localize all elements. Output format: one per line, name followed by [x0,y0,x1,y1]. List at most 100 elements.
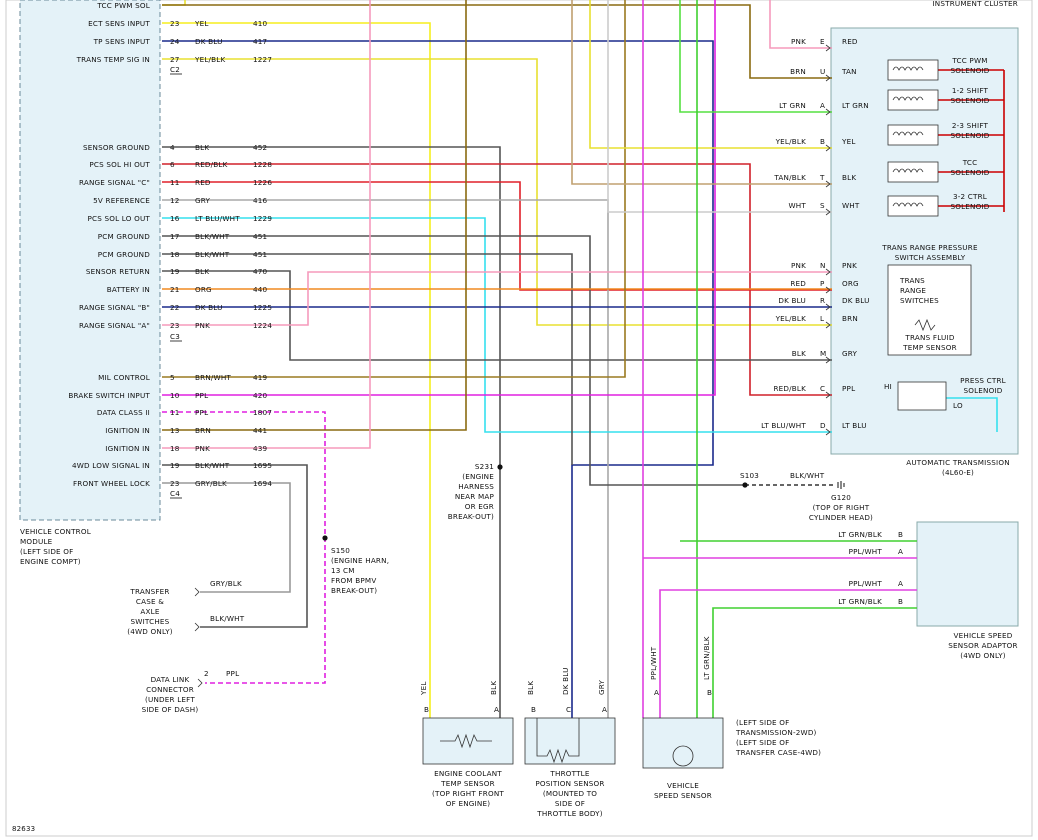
vcm-pin-number: 17 [170,232,180,241]
vcm-pin-label: PCM GROUND [98,250,150,259]
pin-chevron [825,144,831,152]
vcm-circuit: 452 [253,143,267,152]
s150-dot [322,535,328,541]
trans-inner-color: WHT [842,201,860,210]
pin-chevron [825,108,831,116]
vcm-circuit: 470 [253,267,268,276]
tps-pin: C [566,705,571,714]
fluid-temp-label: TEMP SENSOR [902,343,957,352]
wire-ign-2 [162,0,371,449]
trans-inner-color: LT GRN [842,101,869,110]
vcm-pin-number: 21 [170,285,180,294]
dlc-pin-symbol [197,678,203,688]
vcm-pin-label: PCS SOL LO OUT [87,214,150,223]
trans-inner-color: BLK [842,173,856,182]
transfer-caption: (4WD ONLY) [127,627,173,636]
trans-pin-letter: B [820,137,825,146]
ground-symbol [837,481,845,489]
trans-wire-color: BRN [790,67,806,76]
vcm-circuit: 1225 [253,303,272,312]
diagram-frame [5,0,1033,837]
trs-label: TRANS [899,276,925,285]
vcm-wire-color: YEL/BLK [194,55,225,64]
connector-c2-label: C2 [170,65,180,74]
transfer-caption: AXLE [140,607,159,616]
vcm-pin-number: 18 [170,250,180,259]
trans-inner-color: GRY [842,349,858,358]
vcm-pin-label: TCC PWM SOL [96,1,150,10]
vcm-pin-label: PCM GROUND [98,232,150,241]
vcm-circuit: 420 [253,391,268,400]
pin-chevron [825,180,831,188]
wire-sensor-return [162,270,832,361]
vcm-pin-label: IGNITION IN [105,426,150,435]
wire-trans-a [679,0,832,113]
wire-brake [162,0,716,396]
solenoid-label: SOLENOID [950,202,989,211]
press-ctrl-hi: HI [884,382,892,391]
vcm-pin-label: 5V REFERENCE [93,196,150,205]
trans-pin-letter: P [820,279,825,288]
transfer-caption: TRANSFER [129,587,169,596]
wires-layer [162,0,1005,718]
press-ctrl-lo: LO [953,401,963,410]
trs-assembly-label: SWITCH ASSEMBLY [895,253,966,262]
adaptor-pin: A [898,579,903,588]
vss-wire-color: LT GRN/BLK [702,636,711,680]
s231-label: OR EGR [465,502,494,511]
trs-box [887,264,972,356]
vcm-wire-color: GRY [195,196,211,205]
pin-chevron [825,286,831,294]
wire-range-a [162,271,832,326]
vcm-pin-number: 19 [170,461,180,470]
solenoid-coil [892,202,924,207]
trans-inner-color: LT BLU [842,421,867,430]
trans-pin-letter: T [819,173,825,182]
press-ctrl-label: SOLENOID [963,386,1002,395]
vcm-wire-color: YEL [194,19,209,28]
trans-wire-color: RED/BLK [773,384,806,393]
solenoid-symbol [887,161,939,183]
pin-chevron [825,303,831,311]
vcm-pin-number: 10 [170,391,180,400]
solenoid-label: SOLENOID [950,131,989,140]
solenoid-coil [892,66,924,71]
vcm-pin-label: BRAKE SWITCH INPUT [68,391,150,400]
adaptor-pin: B [898,597,903,606]
dlc-caption: (UNDER LEFT [145,695,195,704]
pin-chevron [825,321,831,329]
ect-caption: ENGINE COOLANT [434,769,502,778]
solenoid-symbol [887,59,939,81]
vcm-circuit: 439 [253,444,268,453]
trs-label: SWITCHES [900,296,939,305]
vcm-wire-color: BRN [195,426,211,435]
pin-chevron [825,268,831,276]
adaptor-caption: (4WD ONLY) [960,651,1006,660]
vss-caption: SPEED SENSOR [654,791,712,800]
s103-dot [742,482,748,488]
vcm-wire-color: DK BLU [195,37,223,46]
wire-trans-b [589,0,832,149]
vcm-pin-label: IGNITION IN [105,444,150,453]
ect-pin: B [424,705,429,714]
ect-caption: TEMP SENSOR [440,779,495,788]
vcm-wire-color: ORG [195,285,212,294]
vss-pin: B [707,688,712,697]
vcm-wire-color: DK BLU [195,303,223,312]
ect-pin: A [494,705,499,714]
tps-caption: SIDE OF [555,799,585,808]
s150-label: 13 CM [331,566,355,575]
g120-label: CYLINDER HEAD) [809,513,873,522]
vcm-wire-color: PNK [195,444,210,453]
vcm-circuit: 1227 [253,55,272,64]
wire-5v-ref [162,199,609,718]
instrument-cluster-label: INSTRUMENT CLUSTER [932,0,1018,8]
thermistor-symbol [914,318,936,332]
wire-data-class2 [162,411,326,684]
wire-pcs-hi [162,163,832,396]
dlc-caption: CONNECTOR [146,685,194,694]
tps-sensor-box [524,717,616,765]
trans-inner-color: YEL [841,137,856,146]
press-ctrl-label: PRESS CTRL [960,376,1006,385]
